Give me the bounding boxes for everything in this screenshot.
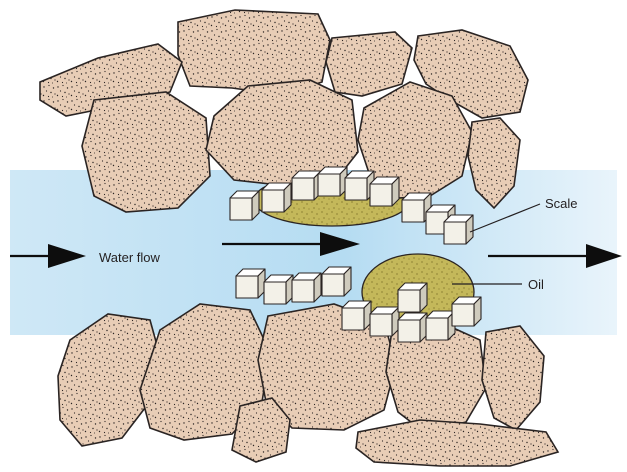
- scale-crystal: [230, 191, 259, 220]
- scale-crystal: [398, 313, 427, 342]
- scale-crystal: [236, 269, 265, 298]
- scale-crystal: [262, 183, 291, 212]
- scale-crystal: [322, 267, 351, 296]
- scale-crystal: [426, 311, 455, 340]
- scale-crystal: [370, 307, 399, 336]
- scale-crystal: [398, 283, 427, 312]
- scale-crystal: [264, 275, 293, 304]
- water-flow-label: Water flow: [99, 250, 161, 265]
- rock-grain: [82, 92, 210, 212]
- oil-label: Oil: [528, 277, 544, 292]
- scale-crystal: [292, 273, 321, 302]
- rock-grain: [482, 326, 544, 430]
- scale-crystal: [452, 297, 481, 326]
- scale-crystal: [444, 215, 473, 244]
- scale-crystal: [370, 177, 399, 206]
- rock-grain: [356, 420, 558, 466]
- scale-label: Scale: [545, 196, 578, 211]
- scale-crystal: [318, 167, 347, 196]
- scale-crystal: [342, 301, 371, 330]
- rock-grain: [326, 32, 412, 96]
- scale-crystal: [292, 171, 321, 200]
